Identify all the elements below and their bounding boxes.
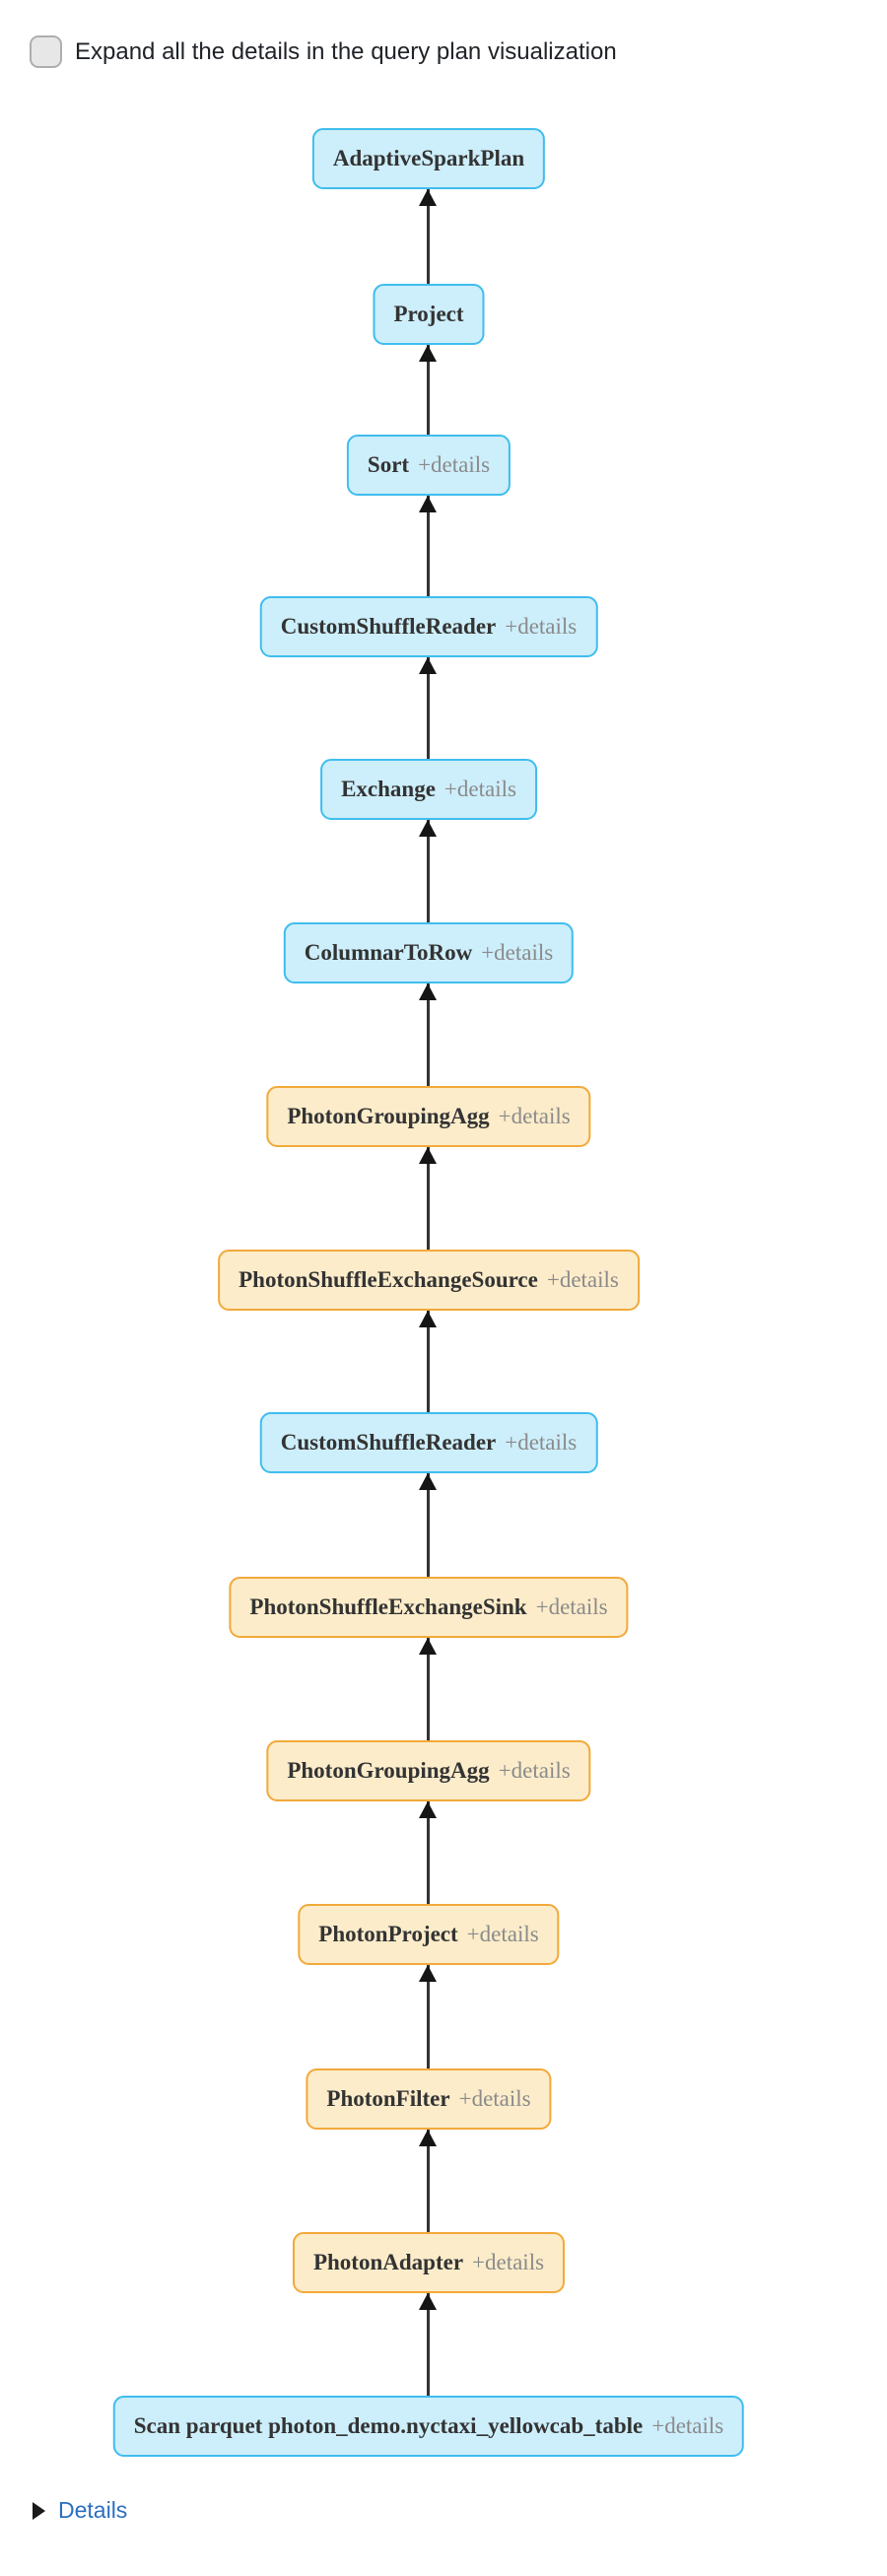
plan-node-photonshuffleexchangesource: PhotonShuffleExchangeSource +details [218,1250,640,1311]
plan-node-columnartorow: ColumnarToRow +details [283,922,575,983]
arrow-up-icon [419,2130,437,2146]
arrow-up-icon [419,345,437,362]
node-details-toggle[interactable]: +details [505,614,578,639]
arrow-up-icon [419,189,437,206]
plan-node-photonshuffleexchangesink: PhotonShuffleExchangeSink +details [229,1577,629,1638]
edge-line [427,1473,430,1577]
arrow-up-icon [419,820,437,837]
node-title: PhotonGroupingAgg [287,1104,490,1128]
plan-node-photonadapter: PhotonAdapter +details [292,2232,566,2293]
node-details-toggle[interactable]: +details [444,777,516,801]
expand-all-row: Expand all the details in the query plan… [30,35,617,68]
edge-line [427,189,430,284]
plan-node-photonproject: PhotonProject +details [298,1904,560,1965]
plan-node-customshufflereader: CustomShuffleReader +details [259,1412,598,1473]
node-details-toggle[interactable]: +details [466,1922,539,1946]
arrow-up-icon [419,657,437,674]
edge-line [427,983,430,1086]
edge-line [427,2293,430,2396]
node-title: Project [393,302,464,326]
node-title: Sort [367,452,410,477]
node-details-toggle[interactable]: +details [535,1594,608,1619]
arrow-up-icon [419,1147,437,1164]
arrow-up-icon [419,983,437,1000]
node-title: CustomShuffleReader [280,1430,497,1455]
node-details-toggle[interactable]: +details [505,1430,578,1455]
plan-node-scan-parquet-photon-demo-nyctaxi-yellowcab-table: Scan parquet photon_demo.nyctaxi_yellowc… [112,2396,745,2457]
edge-line [427,657,430,759]
caret-right-icon [33,2501,45,2520]
node-title: Exchange [341,777,436,801]
node-title: PhotonProject [318,1922,458,1946]
edge-line [427,1965,430,2068]
plan-node-customshufflereader: CustomShuffleReader +details [259,596,598,657]
node-details-toggle[interactable]: +details [546,1267,619,1292]
node-title: Scan parquet photon_demo.nyctaxi_yellowc… [133,2413,644,2438]
edge-line [427,345,430,435]
plan-node-adaptivesparkplan: AdaptiveSparkPlan [311,128,546,189]
node-title: PhotonShuffleExchangeSource [239,1267,538,1292]
arrow-up-icon [419,496,437,512]
node-title: CustomShuffleReader [280,614,497,639]
arrow-up-icon [419,2293,437,2310]
node-details-toggle[interactable]: +details [498,1758,571,1783]
node-details-toggle[interactable]: +details [651,2413,724,2438]
plan-node-photonfilter: PhotonFilter +details [306,2068,552,2130]
edge-line [427,496,430,596]
arrow-up-icon [419,1638,437,1655]
node-details-toggle[interactable]: +details [472,2250,545,2274]
node-details-toggle[interactable]: +details [458,2086,531,2111]
plan-node-project: Project [373,284,485,345]
node-title: PhotonGroupingAgg [287,1758,490,1783]
node-details-toggle[interactable]: +details [498,1104,571,1128]
arrow-up-icon [419,1311,437,1327]
edge-line [427,1801,430,1904]
arrow-up-icon [419,1801,437,1818]
plan-node-exchange: Exchange +details [320,759,537,820]
node-details-toggle[interactable]: +details [481,940,554,965]
node-details-toggle[interactable]: +details [418,452,491,477]
details-label: Details [58,2497,128,2523]
plan-node-photongroupingagg: PhotonGroupingAgg +details [266,1740,591,1801]
node-title: ColumnarToRow [304,940,473,965]
edge-line [427,1638,430,1740]
plan-node-sort: Sort +details [346,435,512,496]
edge-line [427,1147,430,1250]
edge-line [427,1311,430,1412]
node-title: PhotonAdapter [312,2250,464,2274]
expand-all-label: Expand all the details in the query plan… [75,38,617,65]
node-title: PhotonShuffleExchangeSink [249,1594,527,1619]
arrow-up-icon [419,1473,437,1490]
edge-line [427,820,430,922]
node-title: PhotonFilter [326,2086,450,2111]
node-title: AdaptiveSparkPlan [332,146,525,170]
details-expander[interactable]: Details [33,2497,127,2524]
expand-all-checkbox[interactable] [30,35,62,68]
plan-node-photongroupingagg: PhotonGroupingAgg +details [266,1086,591,1147]
arrow-up-icon [419,1965,437,1982]
edge-line [427,2130,430,2232]
